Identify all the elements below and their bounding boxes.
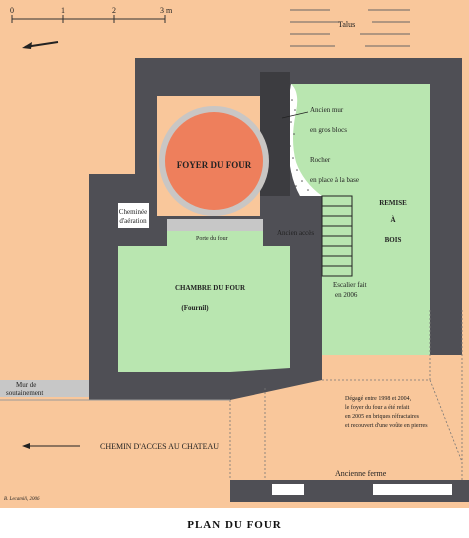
scale-bar: 0 1 2 3 m	[10, 6, 173, 23]
remise-label-3: BOIS	[385, 236, 402, 244]
rocher-label-1: Rocher	[310, 156, 331, 164]
escalier-label-1: Escalier fait	[333, 281, 367, 289]
cheminee-label-2: d'aération	[119, 217, 147, 225]
chemin-arrow-icon	[22, 443, 80, 449]
remise-a-bois-room	[289, 84, 430, 355]
cheminee-box	[118, 203, 149, 228]
mur-soutainement	[0, 380, 89, 397]
chemin-label: CHEMIN D'ACCES AU CHATEAU	[100, 442, 219, 451]
porte-du-four-band	[167, 219, 263, 231]
scale-tick-3: 3 m	[160, 6, 173, 15]
rocher-area	[287, 84, 322, 196]
remise-label-1: REMISE	[379, 199, 407, 207]
foyer-label: FOYER DU FOUR	[177, 160, 252, 170]
north-arrow-icon	[22, 41, 59, 49]
ancien-mur-label-1: Ancien mur	[310, 106, 344, 114]
foyer-du-four	[165, 112, 263, 210]
degage-line-1: Dégagé entre 1998 et 2004,	[345, 396, 412, 402]
mur-label-2: soutainement	[6, 389, 43, 397]
degage-line-3: en 2005 en briques réfractaires	[345, 413, 420, 420]
mur-label-1: Mur de	[16, 381, 36, 389]
rocher-label-2: en place à la base	[310, 176, 359, 184]
cheminee-label-1: Cheminée	[119, 208, 147, 216]
escalier-stairs	[321, 195, 353, 277]
lower-dashed-outline	[229, 310, 463, 480]
escalier-label-2: en 2006	[335, 291, 358, 299]
ancien-mur-label-2: en gros blocs	[310, 126, 347, 134]
chambre-label-1: CHAMBRE DU FOUR	[175, 284, 246, 292]
degage-line-4: et recouvert d'une voûte en pierres	[345, 423, 428, 429]
scale-tick-2: 2	[112, 6, 116, 15]
ancienne-ferme-walls	[230, 480, 469, 502]
degage-line-2: le foyer du four a été refait	[345, 404, 410, 411]
porte-label: Porte du four	[196, 235, 228, 242]
ancien-acces-passage	[263, 219, 321, 246]
ancien-acces-label: Ancien accès	[277, 229, 314, 237]
ancien-mur-pointer	[281, 111, 309, 119]
scale-tick-0: 0	[10, 6, 14, 15]
talus-label: Talus	[338, 20, 355, 29]
ancienne-ferme-label: Ancienne ferme	[335, 469, 387, 478]
chambre-du-four-room	[118, 231, 290, 372]
remise-label-2: À	[390, 216, 395, 224]
scale-tick-1: 1	[61, 6, 65, 15]
talus-hatching	[290, 9, 410, 47]
plan-title: PLAN DU FOUR	[187, 519, 282, 531]
author-credit: B. Lecamili, 2006	[4, 497, 40, 502]
chambre-label-2: (Fournil)	[181, 304, 209, 312]
